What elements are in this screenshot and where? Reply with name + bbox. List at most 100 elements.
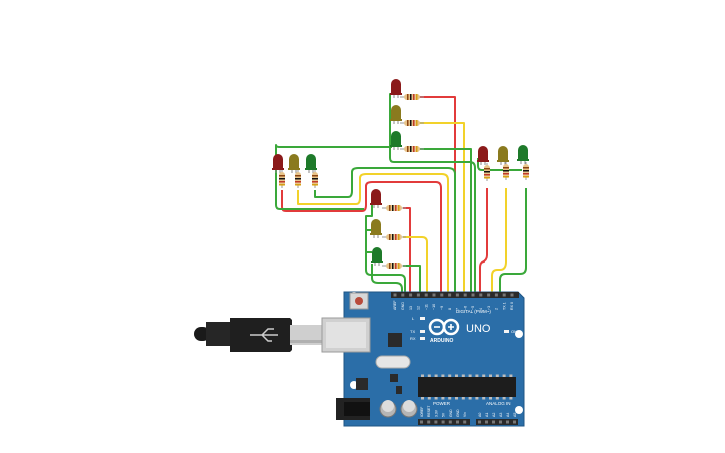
wire-mid-yellow[interactable] xyxy=(403,236,428,292)
digital-pin-label: ~11 xyxy=(424,304,428,310)
analog-label: ANALOG IN xyxy=(486,401,511,406)
led-left-yellow[interactable] xyxy=(288,154,300,173)
usb-cable[interactable] xyxy=(194,318,322,352)
digital-pins xyxy=(393,293,514,297)
digital-pin[interactable] xyxy=(455,293,459,297)
digital-pin[interactable] xyxy=(510,293,514,297)
digital-pin[interactable] xyxy=(416,293,420,297)
wire-gnd-right[interactable] xyxy=(477,158,522,171)
power-pin-label: 5V xyxy=(442,412,446,417)
wire-mid-green[interactable] xyxy=(403,265,421,292)
digital-pin[interactable] xyxy=(471,293,475,297)
power-pin[interactable] xyxy=(448,420,452,424)
power-pin[interactable] xyxy=(420,420,423,424)
digital-pin-label: 13 xyxy=(409,306,413,310)
analog-header[interactable] xyxy=(476,419,518,425)
power-pin[interactable] xyxy=(463,420,467,424)
capacitor-top xyxy=(403,400,415,412)
wire-gnd-bottom[interactable] xyxy=(371,264,403,292)
power-pin-label: RESET xyxy=(427,406,431,417)
led-top-green[interactable] xyxy=(390,131,402,150)
digital-pin[interactable] xyxy=(494,293,498,297)
wire-left-green[interactable] xyxy=(314,167,456,292)
wire-gnd-mid[interactable] xyxy=(365,198,406,292)
led-mid-red[interactable] xyxy=(370,189,382,208)
mounting-hole xyxy=(515,330,523,338)
wire-right-red[interactable] xyxy=(479,188,488,292)
led-left-green[interactable] xyxy=(305,154,317,173)
led-mid-green[interactable] xyxy=(371,247,383,266)
led-mid-yellow[interactable] xyxy=(370,219,382,238)
led-top-yellow[interactable] xyxy=(390,105,402,124)
led-top-red[interactable] xyxy=(390,79,402,98)
resistor-top-red[interactable] xyxy=(400,94,424,100)
resistor-mid-green[interactable] xyxy=(382,263,406,269)
wire-top-red[interactable] xyxy=(418,96,456,292)
digital-pin[interactable] xyxy=(393,293,397,297)
led-right-yellow[interactable] xyxy=(497,146,509,165)
digital-pin[interactable] xyxy=(409,293,413,297)
wire-right-yellow[interactable] xyxy=(491,188,507,292)
digital-pin-label: TX 1 xyxy=(502,302,506,310)
resistor-left-yellow[interactable] xyxy=(295,170,301,188)
digital-pin[interactable] xyxy=(502,293,506,297)
usb-cable-boot xyxy=(206,322,232,346)
led-right-red[interactable] xyxy=(477,146,489,165)
wire-left-yellow[interactable] xyxy=(297,173,449,292)
resistor-mid-yellow[interactable] xyxy=(382,234,406,240)
digital-pin[interactable] xyxy=(424,293,428,297)
wire-right-green[interactable] xyxy=(499,188,527,292)
resistor-top-yellow[interactable] xyxy=(400,120,424,126)
resistor-right-red[interactable] xyxy=(484,163,490,181)
wire-gnd-top[interactable] xyxy=(389,93,476,292)
power-pin[interactable] xyxy=(434,420,438,424)
power-pin[interactable] xyxy=(427,420,431,424)
digital-pin[interactable] xyxy=(440,293,444,297)
digital-pin[interactable] xyxy=(487,293,491,297)
wire-gnd-left[interactable] xyxy=(275,144,392,168)
analog-pin[interactable] xyxy=(492,420,495,424)
resistor-right-yellow[interactable] xyxy=(503,162,509,180)
resistors xyxy=(279,94,529,269)
led-left-red[interactable] xyxy=(272,154,284,173)
digital-pin-label: ~9 xyxy=(440,306,444,310)
resistor-left-red[interactable] xyxy=(279,170,285,188)
power-pin-label: Vin xyxy=(463,412,467,417)
analog-pin[interactable] xyxy=(485,420,488,424)
digital-pin[interactable] xyxy=(463,293,467,297)
resistor-top-green[interactable] xyxy=(400,146,424,152)
digital-pin[interactable] xyxy=(448,293,452,297)
power-pin[interactable] xyxy=(441,420,445,424)
analog-pin-label: A1 xyxy=(485,413,489,417)
wires xyxy=(275,93,527,292)
rx-led xyxy=(420,337,425,340)
analog-pin[interactable] xyxy=(478,420,481,424)
power-pin[interactable] xyxy=(456,420,459,424)
digital-pin-label: ~6 xyxy=(463,306,467,310)
analog-pin[interactable] xyxy=(513,420,516,424)
wire-top-yellow[interactable] xyxy=(418,122,465,292)
resistor-mid-red[interactable] xyxy=(382,205,406,211)
digital-pin[interactable] xyxy=(479,293,483,297)
wire-left-red[interactable] xyxy=(281,181,442,292)
digital-pin-label: 4 xyxy=(479,308,483,310)
wire-top-green[interactable] xyxy=(418,148,472,292)
analog-pin[interactable] xyxy=(499,420,502,424)
resistor-right-green[interactable] xyxy=(523,162,529,180)
analog-pin[interactable] xyxy=(506,420,509,424)
digital-pin-label: AREF xyxy=(393,300,397,310)
digital-pin-label: ~3 xyxy=(487,306,491,310)
digital-pin[interactable] xyxy=(432,293,436,297)
resistor-left-green[interactable] xyxy=(312,170,318,188)
digital-pin[interactable] xyxy=(401,293,405,297)
led-right-green[interactable] xyxy=(517,145,529,164)
power-jack-inner xyxy=(344,402,370,416)
digital-header[interactable] xyxy=(391,292,519,298)
arduino-logo xyxy=(428,318,460,336)
reset-button-cap[interactable] xyxy=(355,297,363,305)
wire-gnd-leftloop[interactable] xyxy=(275,168,364,210)
on-label: ON xyxy=(511,329,517,334)
